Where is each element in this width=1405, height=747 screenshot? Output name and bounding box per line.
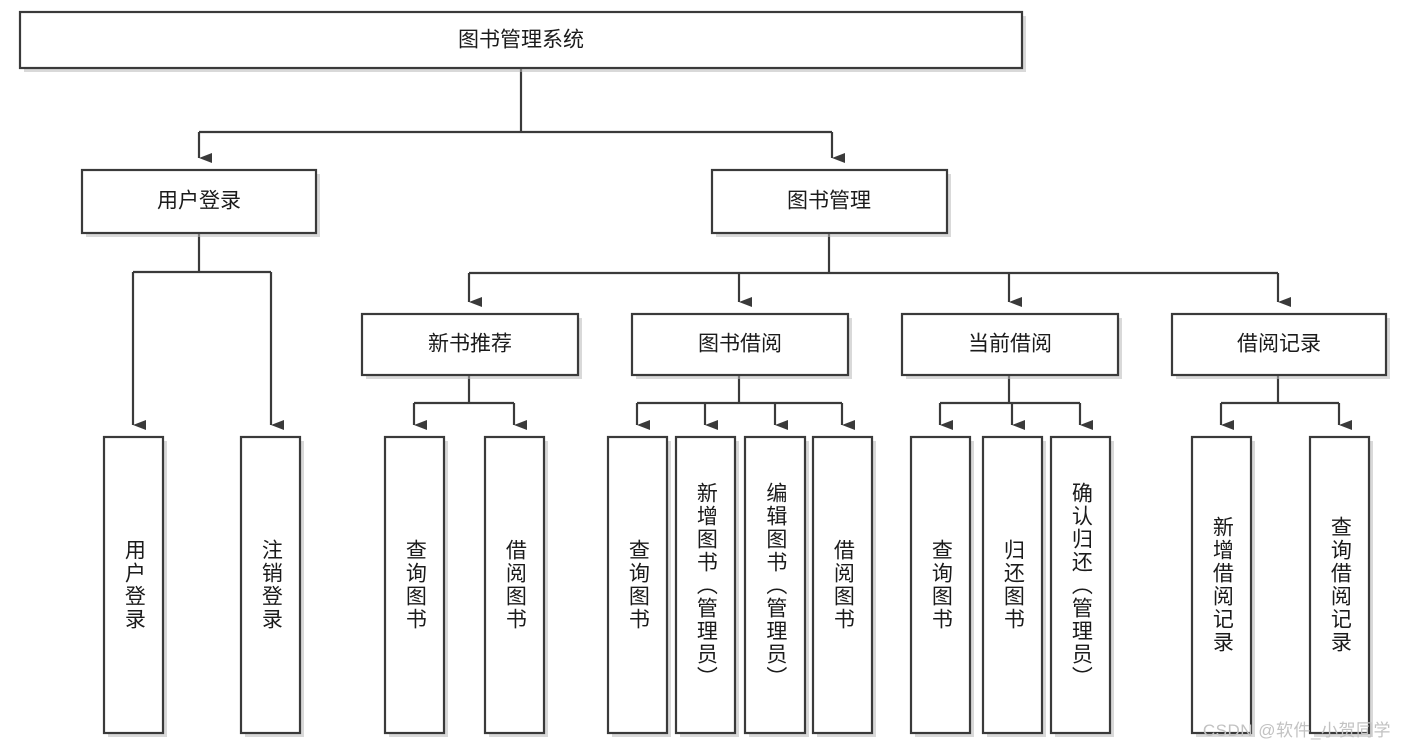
node-new-book-rec-label: 新书推荐 bbox=[428, 333, 512, 356]
leaf-query-book-1-box[interactable] bbox=[383, 435, 446, 735]
node-new-book-rec[interactable]: 新书推荐 bbox=[360, 312, 582, 379]
leaf-edit-book-box[interactable] bbox=[743, 435, 807, 735]
node-root[interactable]: 图书管理系统 bbox=[18, 10, 1026, 72]
leaf-confirm-return-box[interactable] bbox=[1049, 435, 1112, 735]
node-book-manage-box[interactable] bbox=[710, 168, 949, 235]
node-user-login-box[interactable] bbox=[80, 168, 318, 235]
leaf-user-login-box[interactable] bbox=[102, 435, 165, 735]
node-borrow-record-label: 借阅记录 bbox=[1237, 333, 1321, 356]
node-book-borrow-box[interactable] bbox=[630, 312, 850, 377]
node-book-borrow-label: 图书借阅 bbox=[698, 333, 782, 356]
node-root-label: 图书管理系统 bbox=[458, 29, 584, 52]
node-user-login[interactable]: 用户登录 bbox=[80, 168, 320, 237]
leaf-node-group bbox=[102, 435, 1373, 737]
node-layer: 图书管理系统 用户登录 图书管理 新书推荐 bbox=[18, 10, 1390, 737]
leaf-user-logout-box[interactable] bbox=[239, 435, 302, 735]
leaf-borrow-book-2-box[interactable] bbox=[811, 435, 874, 735]
node-user-login-label: 用户登录 bbox=[157, 190, 241, 213]
node-current-borrow-box[interactable] bbox=[900, 312, 1120, 377]
leaf-add-record-box[interactable] bbox=[1190, 435, 1253, 735]
leaf-query-book-3-box[interactable] bbox=[909, 435, 972, 735]
node-new-book-rec-box[interactable] bbox=[360, 312, 580, 377]
node-borrow-record[interactable]: 借阅记录 bbox=[1170, 312, 1390, 379]
leaf-return-book-box[interactable] bbox=[981, 435, 1044, 735]
node-book-manage-label: 图书管理 bbox=[787, 190, 871, 213]
node-book-borrow[interactable]: 图书借阅 bbox=[630, 312, 852, 379]
connector-layer bbox=[131, 68, 1352, 430]
leaf-add-book-box[interactable] bbox=[674, 435, 737, 735]
leaf-query-record-box[interactable] bbox=[1308, 435, 1371, 735]
node-current-borrow-label: 当前借阅 bbox=[968, 333, 1052, 356]
node-current-borrow[interactable]: 当前借阅 bbox=[900, 312, 1122, 379]
csdn-watermark: CSDN @软件_小贺同学 bbox=[1202, 721, 1391, 740]
node-root-box[interactable] bbox=[18, 10, 1024, 70]
leaf-borrow-book-1-box[interactable] bbox=[483, 435, 546, 735]
node-book-manage[interactable]: 图书管理 bbox=[710, 168, 951, 237]
node-borrow-record-box[interactable] bbox=[1170, 312, 1388, 377]
leaf-query-book-2-box[interactable] bbox=[606, 435, 669, 735]
